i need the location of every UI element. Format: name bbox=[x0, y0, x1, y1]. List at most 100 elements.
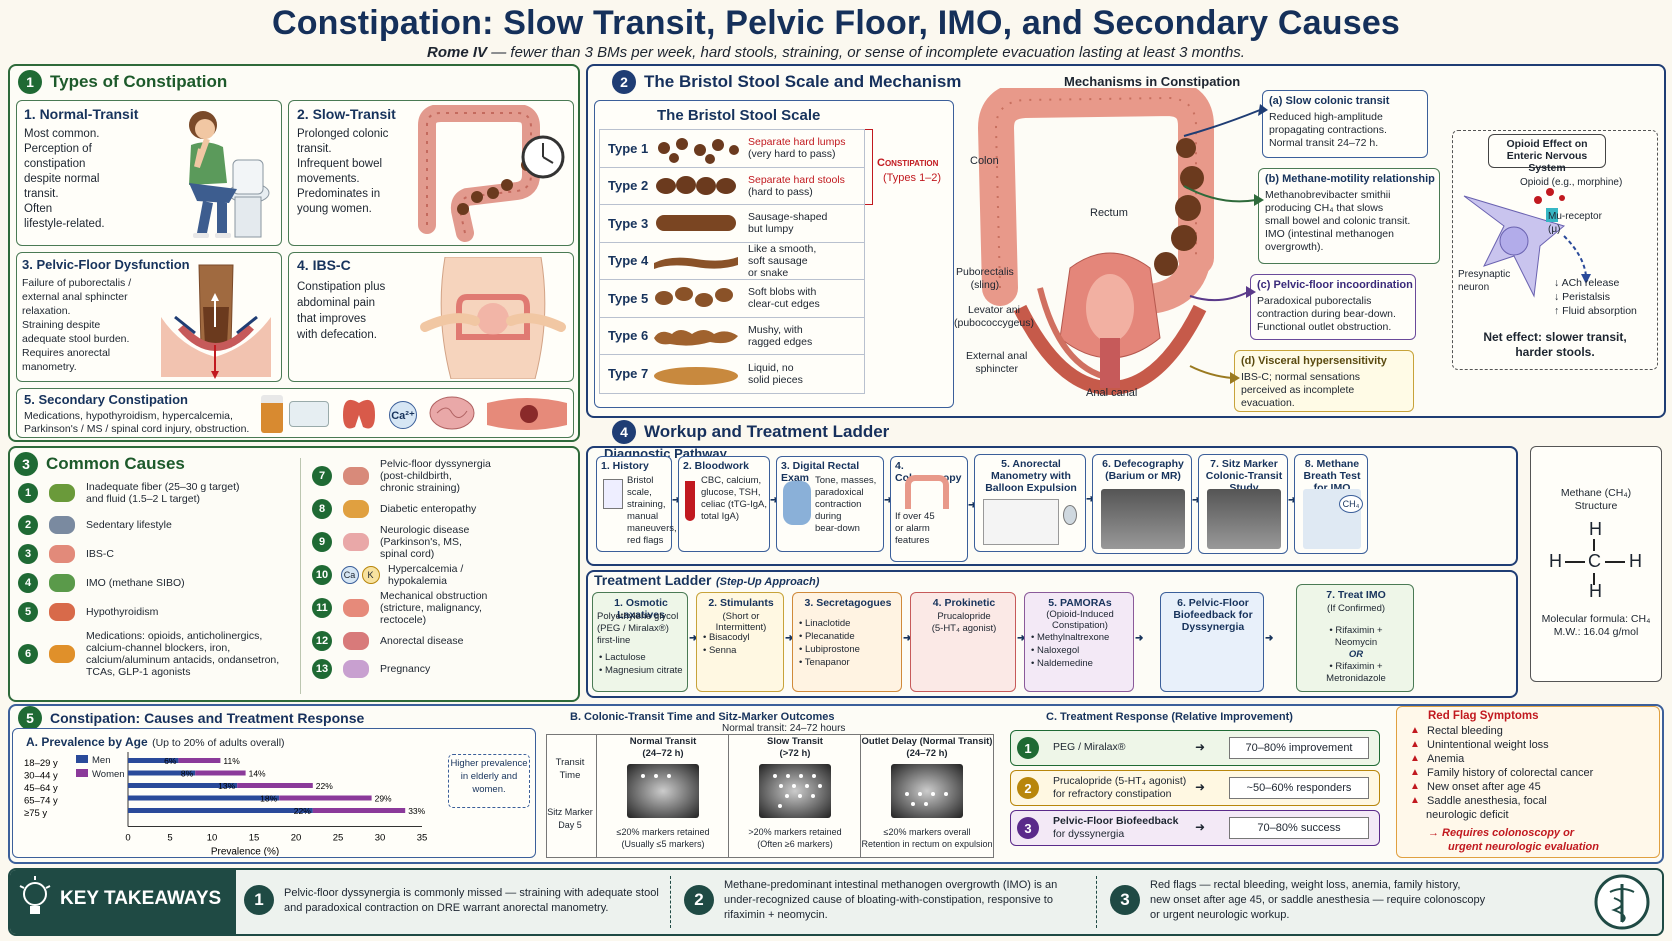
text-line: during bbox=[815, 511, 842, 522]
cause-text: Neurologic disease(Parkinson's, MS,spina… bbox=[380, 524, 469, 560]
step-image bbox=[1101, 489, 1185, 549]
bullet-dot: • bbox=[799, 657, 805, 668]
text-line: bear-down bbox=[815, 523, 860, 534]
text-line: clear-cut edges bbox=[748, 298, 820, 311]
step-title: 6. Defecography (Barium or MR) bbox=[1102, 458, 1184, 482]
text-line: for dyssynergia bbox=[1053, 828, 1125, 840]
methane-molecule: H H C H H bbox=[1549, 519, 1642, 601]
step-image bbox=[983, 499, 1059, 545]
text-line: producing CH₄ that slows bbox=[1265, 202, 1384, 214]
text-line: that improves bbox=[297, 313, 367, 325]
bullet-text: Linaclotide bbox=[804, 618, 851, 629]
sitz-marker bbox=[944, 792, 948, 796]
bullet-item: • Naloxegol bbox=[1031, 644, 1109, 657]
lightbulb-icon bbox=[19, 876, 51, 914]
thyroid-icon bbox=[343, 399, 375, 429]
header-line: (24–72 h) bbox=[906, 748, 948, 759]
bullet-text: Bisacodyl bbox=[708, 632, 750, 643]
bullet-item: • Tenapanor bbox=[799, 656, 860, 669]
normal-transit-card: 1. Normal-Transit Most common.Perception… bbox=[16, 100, 282, 246]
column-header: Normal Transit(24–72 h) bbox=[597, 736, 729, 760]
colon-anatomy-illustration bbox=[977, 88, 1214, 396]
header-line: Outlet Delay (Normal Transit) bbox=[861, 736, 993, 747]
cause-shape bbox=[343, 660, 369, 678]
warning-icon: ▲ bbox=[1410, 753, 1420, 764]
text-line: Methane-predominant intestinal methanoge… bbox=[724, 879, 1058, 891]
text-line: Requires anorectal bbox=[22, 347, 111, 359]
card-title: 5. Secondary Constipation bbox=[24, 392, 188, 407]
section-number: 1 bbox=[18, 70, 42, 94]
text-line: but lumpy bbox=[748, 223, 794, 236]
ch4-bubble: CH₄ bbox=[1339, 495, 1363, 513]
arrow-icon: ➜ bbox=[1135, 633, 1144, 644]
text-line: Most common. bbox=[24, 128, 100, 140]
text-line: movements. bbox=[297, 173, 360, 185]
sitz-marker bbox=[911, 802, 915, 806]
text-line: Prucalopride (5-HT₄ agonist) bbox=[1053, 775, 1187, 787]
stool-type-label: Type 3 bbox=[608, 215, 649, 231]
stool-icon bbox=[650, 282, 742, 314]
step-title: 4. Prokinetic bbox=[932, 597, 996, 609]
arrow-icon: ➜ bbox=[1195, 740, 1206, 754]
text-line: young women. bbox=[297, 203, 372, 215]
data-label-men: 18% bbox=[260, 794, 277, 804]
text-line: chronic straining) bbox=[380, 482, 460, 494]
cause-shape bbox=[343, 599, 369, 617]
text-line: Medications, hypothyroidism, hypercalcem… bbox=[24, 410, 233, 422]
x-tick-label: 30 bbox=[375, 833, 386, 844]
cause-text: Pregnancy bbox=[380, 663, 430, 675]
step-subtitle: (If Confirmed) bbox=[1326, 603, 1386, 614]
stool-type-label: Type 4 bbox=[608, 253, 649, 269]
transit-column: Normal Transit(24–72 h) ≤20% markers reta… bbox=[596, 734, 728, 858]
text-line: • Rifaximin + bbox=[1329, 661, 1383, 672]
data-label-women: 29% bbox=[375, 794, 392, 804]
cause-text: Mechanical obstruction(stricture, malign… bbox=[380, 590, 487, 626]
step-title: 8. Methane Breath Test for IMO bbox=[1303, 458, 1361, 494]
bullet-text: Magnesium citrate bbox=[604, 665, 683, 676]
stool-icon bbox=[650, 358, 742, 390]
step-bullets: • Linaclotide• Plecanatide• Lubiprostone… bbox=[799, 617, 860, 669]
cause-shape bbox=[49, 484, 75, 502]
bullet-item: • Linaclotide bbox=[799, 617, 860, 630]
stool-icon bbox=[650, 207, 742, 239]
bullet-dot: • bbox=[1031, 645, 1037, 656]
step-image bbox=[603, 479, 623, 509]
stool-description: Separate hard lumps(very hard to pass) bbox=[742, 136, 845, 160]
data-label-women: 11% bbox=[223, 756, 240, 766]
step-image bbox=[685, 481, 695, 521]
text-line: women. bbox=[472, 784, 506, 795]
outcome-line: ≤20% markers retained bbox=[616, 827, 710, 837]
text-line: Medications: opioids, anticholinergics, bbox=[86, 630, 263, 642]
text-line: Tone, masses, bbox=[815, 475, 877, 486]
text-line: contraction bbox=[815, 499, 862, 510]
text-line: ragged edges bbox=[748, 335, 813, 348]
red-flag-item: ▲Unintentional weight loss bbox=[1410, 738, 1654, 752]
red-flags-list: ▲Rectal bleeding▲Unintentional weight lo… bbox=[1410, 724, 1654, 822]
cause-text: Anorectal disease bbox=[380, 635, 463, 647]
cause-number: 12 bbox=[312, 631, 332, 651]
takeaway-text: Methane-predominant intestinal methanoge… bbox=[724, 878, 1104, 923]
text-line: with defecation. bbox=[297, 329, 377, 341]
pill-bottle-icon bbox=[261, 395, 283, 433]
text-line: Pelvic-Floor Biofeedback bbox=[1053, 815, 1179, 827]
text-line: perceived as incomplete bbox=[1241, 384, 1355, 396]
bar-men bbox=[128, 770, 196, 776]
bullet-item: • Lubiprostone bbox=[799, 643, 860, 656]
text-line: OR bbox=[1348, 649, 1364, 660]
arrow-icon: ➜ bbox=[968, 500, 977, 511]
text-line: celiac (tTG-IgA, bbox=[701, 499, 767, 510]
text-line: Neomycin bbox=[1334, 637, 1378, 648]
bullet-text: Naldemedine bbox=[1036, 658, 1093, 669]
cause-number: 9 bbox=[312, 532, 332, 552]
text-line: soft sausage bbox=[748, 254, 808, 267]
data-label-men: 6% bbox=[164, 756, 177, 766]
arrow-icon: ➜ bbox=[1195, 780, 1206, 794]
bar-women bbox=[312, 808, 406, 813]
